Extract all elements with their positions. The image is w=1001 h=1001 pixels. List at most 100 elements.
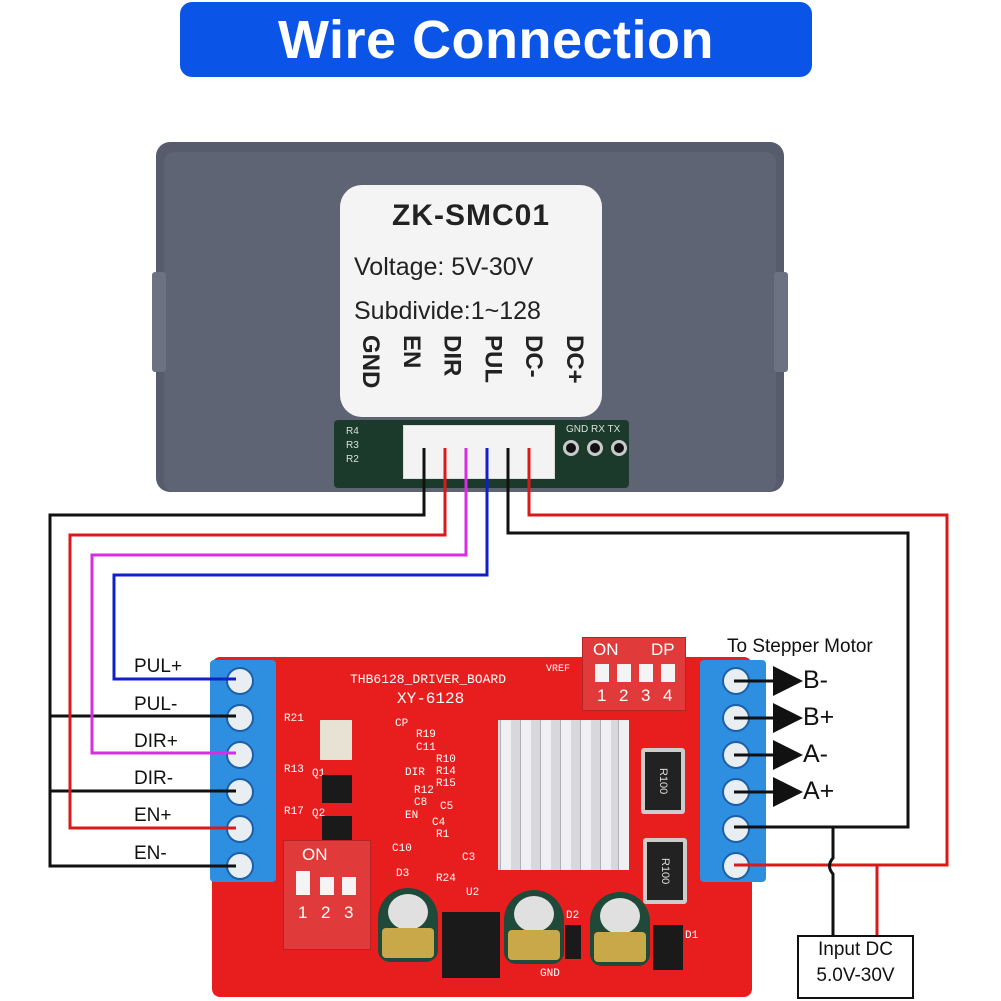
dip-small-num-1: 1 <box>298 903 308 922</box>
silk-u2: U2 <box>466 887 480 899</box>
silk-r10: R10 <box>436 754 456 766</box>
label-a-minus: A- <box>803 740 828 768</box>
shunt-resistor-1: R100 <box>641 748 685 814</box>
diode-d2 <box>565 925 581 959</box>
controller-pin-labels: GND EN DIR PUL DC- DC+ <box>352 335 592 413</box>
controller-voltage: Voltage: 5V-30V <box>354 253 534 281</box>
regulator-u2 <box>442 912 500 978</box>
silk-r14: R14 <box>436 766 456 778</box>
optocoupler-ic <box>320 720 352 760</box>
label-en-plus: EN+ <box>134 805 172 826</box>
label-b-plus: B+ <box>803 703 835 731</box>
dip-main-switch-4[interactable] <box>661 664 675 682</box>
silk-r15: R15 <box>436 778 456 790</box>
silk-d2: D2 <box>566 910 580 922</box>
wire-dc-minus <box>506 448 910 829</box>
board-model: XY-6128 <box>397 690 465 708</box>
screw-dir-plus[interactable] <box>226 741 254 769</box>
silk-r3: R3 <box>346 440 359 451</box>
input-dc-label: Input DC <box>818 939 893 960</box>
pin-label-gnd: GND <box>357 335 384 389</box>
left-terminal-block <box>210 660 276 882</box>
dip-main-switch-3[interactable] <box>639 664 653 682</box>
label-dir-plus: DIR+ <box>134 731 178 752</box>
screw-pul-minus[interactable] <box>226 704 254 732</box>
capacitor-3 <box>590 892 650 966</box>
stepper-motor-heading: To Stepper Motor <box>727 636 873 657</box>
dip-small-switch-2[interactable] <box>320 877 334 895</box>
pin-label-dir: DIR <box>438 335 466 377</box>
pin-label-dc-minus: DC- <box>520 335 548 378</box>
silk-r12: R12 <box>414 785 434 797</box>
silk-r4: R4 <box>346 426 359 437</box>
label-a-plus: A+ <box>803 777 835 805</box>
label-en-minus: EN- <box>134 843 167 864</box>
wire-input-gnd <box>828 827 835 935</box>
silk-c8: C8 <box>414 797 428 809</box>
silk-c4: C4 <box>432 817 446 829</box>
board-name: THB6128_DRIVER_BOARD <box>350 672 507 687</box>
silk-c3: C3 <box>462 852 476 864</box>
silk-r17: R17 <box>284 806 304 818</box>
wire-dir <box>90 448 468 755</box>
page-title: Wire Connection <box>277 9 715 70</box>
dip-main-switch-1[interactable] <box>595 664 609 682</box>
dip-main-num-2: 2 <box>619 686 629 705</box>
dip-small-num-3: 3 <box>344 903 354 922</box>
wire-gnd <box>48 448 426 868</box>
uart-header <box>563 440 627 456</box>
dip-main-dp-label: DP <box>651 640 675 659</box>
silk-d1: D1 <box>685 930 699 942</box>
silk-c10: C10 <box>392 843 412 855</box>
silk-q2: Q2 <box>312 808 326 820</box>
dip-small-switch-1[interactable] <box>296 871 310 895</box>
silk-r24: R24 <box>436 873 456 885</box>
dip-small-num-2: 2 <box>321 903 331 922</box>
diode-d1 <box>653 925 683 970</box>
silk-q1: Q1 <box>312 768 326 780</box>
controller-model: ZK-SMC01 <box>391 199 550 232</box>
pin-label-en: EN <box>397 335 425 369</box>
silk-cp: CP <box>395 718 409 730</box>
screw-gnd[interactable] <box>722 815 750 843</box>
silk-gnd: GND <box>540 968 560 980</box>
silk-c11: C11 <box>416 742 436 754</box>
silk-en: EN <box>405 810 419 822</box>
label-pul-plus: PUL+ <box>134 656 183 677</box>
capacitor-2 <box>504 890 564 964</box>
input-dc-box: Input DC 5.0V-30V <box>797 935 914 999</box>
silk-r13: R13 <box>284 764 304 776</box>
silk-dir: DIR <box>405 767 425 779</box>
silk-r2: R2 <box>346 454 359 465</box>
optocoupler-q1 <box>322 775 352 803</box>
input-dc-range: 5.0V-30V <box>816 965 895 986</box>
label-b-minus: B- <box>803 666 828 694</box>
silk-r21: R21 <box>284 713 304 725</box>
silk-d3: D3 <box>396 868 410 880</box>
dip-switch-small[interactable]: ON 1 2 3 <box>283 840 371 950</box>
controller-subdivide: Subdivide:1~128 <box>354 297 541 325</box>
wire-en <box>68 448 447 830</box>
heatsink <box>498 720 629 870</box>
dip-main-on-label: ON <box>593 640 619 659</box>
controller-clip-right <box>774 272 788 372</box>
silk-r19: R19 <box>416 729 436 741</box>
dip-small-switch-3[interactable] <box>342 877 356 895</box>
dip-main-num-4: 4 <box>663 686 673 705</box>
dip-main-num-1: 1 <box>597 686 607 705</box>
silk-c5: C5 <box>440 801 454 813</box>
title-banner: Wire Connection <box>180 2 812 77</box>
right-terminal-block <box>700 660 766 882</box>
shunt-resistor-2: R100 <box>643 838 687 904</box>
controller-clip-left <box>152 272 166 372</box>
dip-main-switch-2[interactable] <box>617 664 631 682</box>
label-pul-minus: PUL- <box>134 694 178 715</box>
silk-vref: VREF <box>546 664 571 675</box>
pin-label-pul: PUL <box>479 335 507 383</box>
dip-switch-main[interactable]: ON DP 1 2 3 4 <box>582 637 686 711</box>
capacitor-1 <box>378 888 438 962</box>
silk-r1: R1 <box>436 829 450 841</box>
screw-pul-plus[interactable] <box>226 667 254 695</box>
silk-uart: GND RX TX <box>566 424 621 435</box>
